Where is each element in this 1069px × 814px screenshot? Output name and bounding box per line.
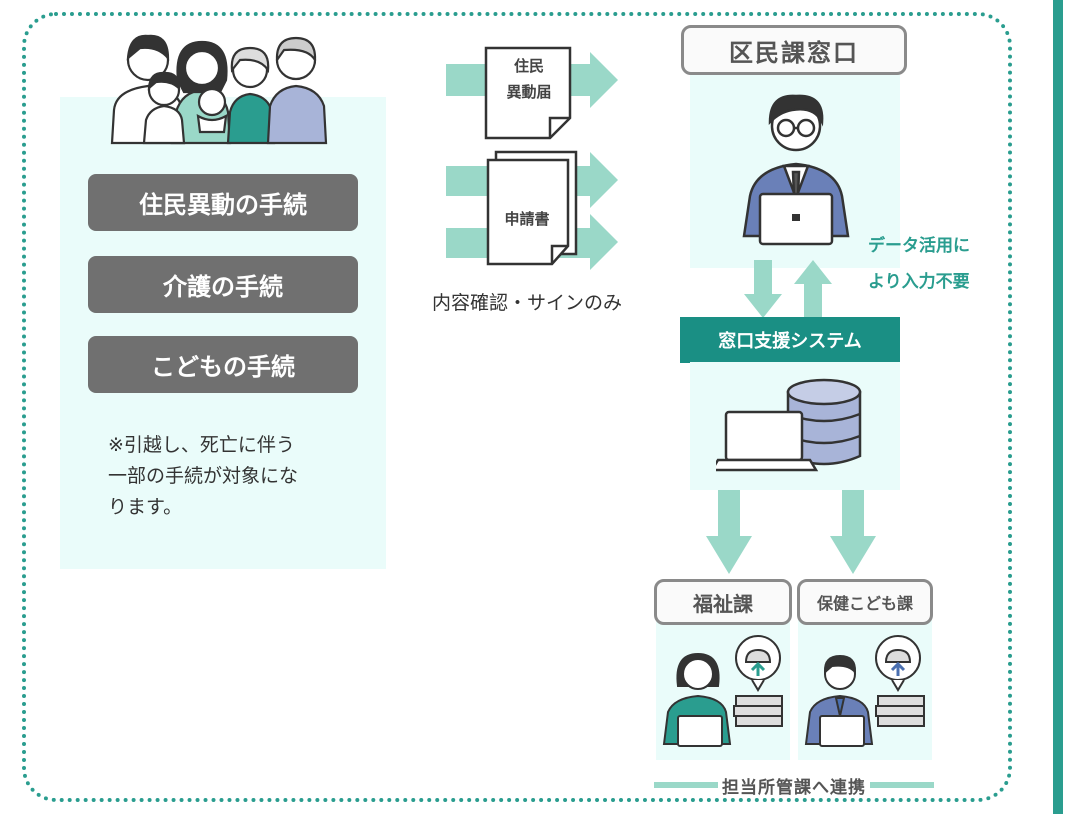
note-text: ※引越し、死亡に伴う 一部の手続が対象にな ります。 bbox=[108, 430, 368, 523]
right-accent-bar bbox=[1053, 0, 1063, 814]
health-staff-illustration bbox=[804, 635, 925, 747]
health-title-box: 保健こども課 bbox=[797, 579, 933, 625]
sync-arrows bbox=[744, 260, 832, 318]
note-line: 一部の手続が対象にな bbox=[108, 465, 299, 487]
no-input-note-line: より入力不要 bbox=[868, 272, 970, 292]
arrow-down-icon bbox=[706, 490, 752, 574]
footer-link-label: 担当所管課へ連携 bbox=[654, 770, 934, 800]
arrow-up-icon bbox=[794, 260, 832, 318]
note-line: ります。 bbox=[108, 496, 183, 518]
dotted-frame bbox=[22, 12, 1012, 802]
welfare-title-box: 福祉課 bbox=[654, 579, 792, 625]
upload-arrow-icon bbox=[890, 661, 906, 676]
footer-text: 担当所管課へ連携 bbox=[722, 777, 866, 798]
footer-line-right bbox=[870, 782, 934, 788]
doc-label-line: 異動届 bbox=[506, 83, 552, 101]
counter-support-system-label: 窓口支援システム bbox=[680, 317, 900, 363]
residence-form-label: 住民 異動届 bbox=[489, 53, 569, 105]
arrow-down-icon bbox=[744, 260, 782, 318]
procedure-pill-care: 介護の手続 bbox=[88, 256, 358, 313]
no-input-note: データ活用に より入力不要 bbox=[868, 228, 970, 300]
document-flow bbox=[446, 46, 618, 270]
content-check-caption: 内容確認・サインのみ bbox=[432, 292, 623, 314]
laptop-logo-icon bbox=[792, 214, 800, 221]
clerk-illustration bbox=[742, 94, 850, 246]
distribution-arrows bbox=[706, 490, 876, 574]
procedure-pill-residence: 住民異動の手続 bbox=[88, 174, 358, 231]
doc-label-line: 住民 bbox=[513, 57, 544, 75]
no-input-note-line: データ活用に bbox=[868, 236, 970, 256]
counter-title-box: 区民課窓口 bbox=[681, 25, 907, 75]
welfare-staff-illustration bbox=[662, 635, 783, 747]
arrow-down-icon bbox=[830, 490, 876, 574]
upload-arrow-icon bbox=[750, 661, 766, 676]
family-illustration bbox=[110, 34, 328, 145]
application-form-label: 申請書 bbox=[504, 210, 550, 228]
procedure-pill-children: こどもの手続 bbox=[88, 336, 358, 393]
footer-line-left bbox=[654, 782, 718, 788]
note-line: ※引越し、死亡に伴う bbox=[108, 434, 295, 456]
database-illustration bbox=[716, 378, 862, 472]
